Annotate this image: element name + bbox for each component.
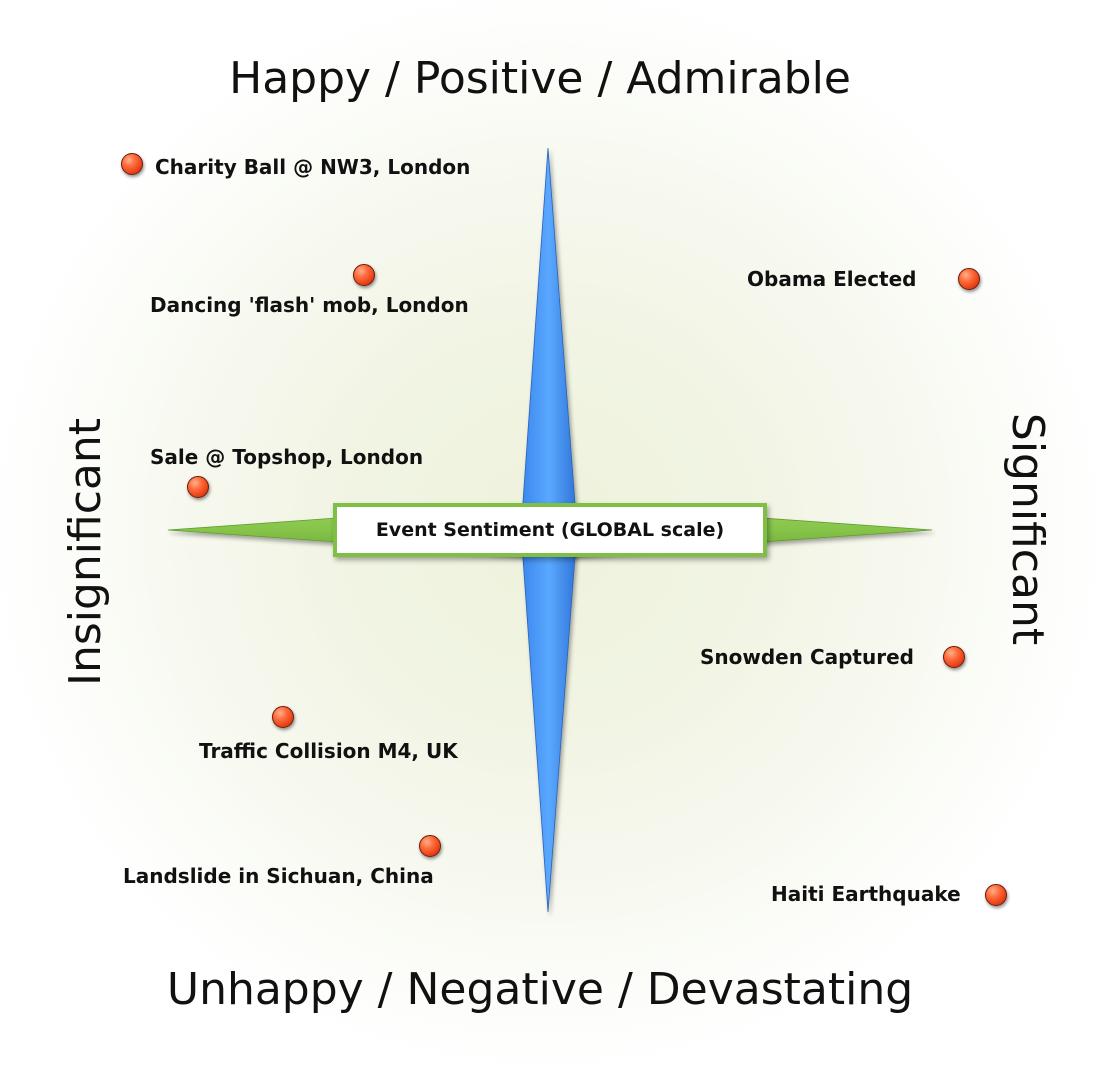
event-marker: [121, 153, 143, 175]
event-label: Sale @ Topshop, London: [150, 445, 424, 469]
center-label-box: Event Sentiment (GLOBAL scale): [333, 503, 767, 557]
left-axis-title: Insignificant: [60, 417, 111, 687]
top-axis-title: Happy / Positive / Admirable: [229, 53, 851, 104]
event-marker: [985, 884, 1007, 906]
event-label: Dancing 'flash' mob, London: [150, 293, 469, 317]
event-marker: [958, 268, 980, 290]
event-marker: [943, 646, 965, 668]
right-axis-title: Significant: [1002, 412, 1053, 646]
event-marker: [419, 835, 441, 857]
event-marker: [272, 706, 294, 728]
center-label: Event Sentiment (GLOBAL scale): [375, 519, 725, 541]
event-label: Traffic Collision M4, UK: [199, 739, 458, 763]
event-marker: [187, 476, 209, 498]
event-label: Snowden Captured: [700, 645, 914, 669]
event-label: Landslide in Sichuan, China: [123, 864, 434, 888]
event-label: Charity Ball @ NW3, London: [155, 155, 471, 179]
event-label: Haiti Earthquake: [771, 882, 961, 906]
event-marker: [353, 264, 375, 286]
event-label: Obama Elected: [747, 267, 917, 291]
bottom-axis-title: Unhappy / Negative / Devastating: [166, 964, 914, 1015]
